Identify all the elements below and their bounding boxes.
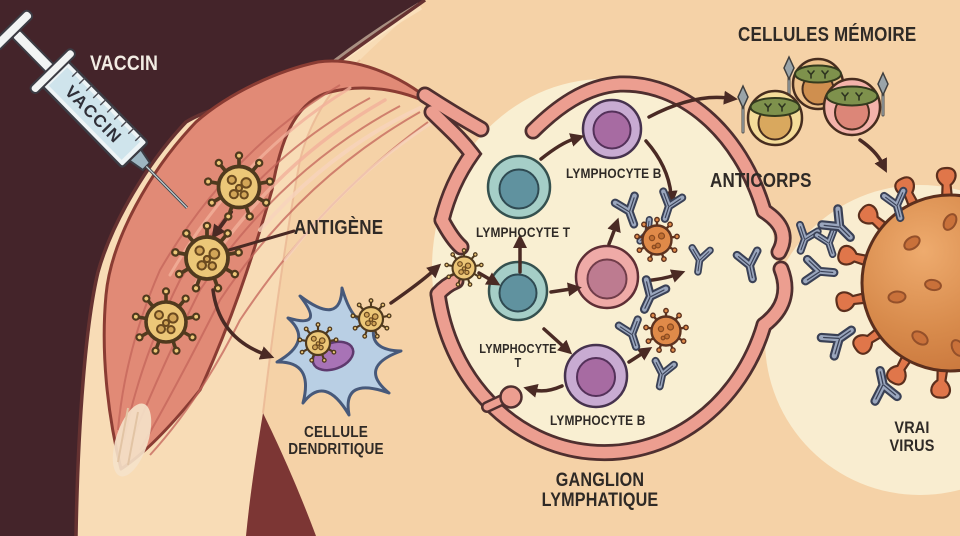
cellules-memoire-label: CELLULES MÉMOIRE xyxy=(738,24,917,46)
lymphocyte-t-cell xyxy=(486,154,552,220)
memory-cell xyxy=(746,89,804,147)
needle-hub xyxy=(127,147,152,172)
ganglion-lymphatique-label: GANGLION LYMPHATIQUE xyxy=(541,470,659,511)
dendritic-cell xyxy=(275,286,403,417)
anticorps-label: ANTICORPS xyxy=(710,170,812,192)
lymphocyte-t-cell xyxy=(487,260,549,322)
armpit-shadow xyxy=(246,413,316,536)
memory-cells xyxy=(737,55,889,147)
plasma-cell xyxy=(574,244,640,310)
vaccin-label: VACCIN xyxy=(90,52,159,75)
real-virus xyxy=(834,166,960,400)
lymphocyte-b-top-label: LYMPHOCYTE B xyxy=(566,165,662,181)
vrai-virus-label: VRAI VIRUS xyxy=(889,418,935,455)
lymphocyte-t-top-label: LYMPHOCYTE T xyxy=(476,224,571,240)
syringe: VACCIN xyxy=(0,9,189,209)
spear-icon xyxy=(737,55,889,134)
memory-cell xyxy=(822,77,882,137)
antigene-label: ANTIGÈNE xyxy=(294,217,384,239)
lymphocyte-t-bottom-label: LYMPHOCYTE T xyxy=(479,341,557,370)
lymphocyte-b-bottom-label: LYMPHOCYTE B xyxy=(550,412,646,428)
lymphocyte-b-cell xyxy=(563,343,629,409)
antigene-pointer-line xyxy=(227,229,296,252)
cellule-dendritique-label: CELLULE DENDRITIQUE xyxy=(288,424,384,458)
lymphocyte-b-cell xyxy=(581,98,643,160)
